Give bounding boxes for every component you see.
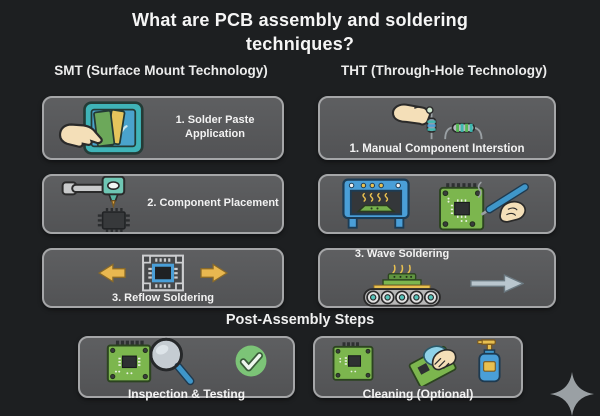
arrow-right-icon	[470, 273, 524, 293]
pcb-infographic: What are PCB assembly and soldering tech…	[42, 10, 594, 416]
hand-inserting-resistor-icon	[392, 103, 483, 140]
smt-column-header: SMT (Surface Mount Technology)	[54, 63, 268, 78]
sparkle-cursor-icon	[550, 372, 594, 416]
soldering-oven-icon	[342, 178, 410, 229]
spray-bottle-icon	[477, 338, 501, 382]
solder-paste-squeegee-icon	[58, 101, 144, 155]
smt-step-1-label: 1. Solder Paste Application	[175, 114, 255, 140]
post-step-2-label: Cleaning (Optional)	[362, 386, 474, 401]
tht-step-1-card: 1. Manual Component Interstion	[318, 96, 556, 160]
pcb-board-icon	[106, 340, 151, 382]
page-title: What are PCB assembly and soldering tech…	[131, 10, 469, 55]
smt-step-3-label: 3. Reflow Soldering	[111, 291, 215, 304]
tht-step-3-label: 3. Wave Soldering	[354, 248, 450, 261]
tht-step-3-card: 3. Wave Soldering	[318, 248, 556, 308]
magnifier-icon	[148, 337, 194, 385]
tht-step-1-label: 1. Manual Component Interstion	[349, 143, 525, 156]
pcb-board-icon	[332, 341, 374, 381]
tht-step-2-card	[318, 174, 556, 234]
hand-soldering-pcb-icon	[439, 181, 529, 231]
pick-and-place-arm-icon	[61, 176, 130, 232]
check-circle-icon	[235, 345, 266, 376]
wipe-pcb-icon	[408, 344, 457, 386]
post-step-2-card: Cleaning (Optional)	[313, 336, 523, 401]
tht-column-header: THT (Through-Hole Technology)	[341, 63, 547, 78]
smt-step-3-card: 3. Reflow Soldering	[42, 248, 284, 308]
post-step-1-label: Inspection & Testing	[127, 386, 246, 401]
smt-step-1-card: 1. Solder Paste Application	[42, 96, 284, 160]
reflow-chip-arrows-icon	[97, 254, 229, 291]
conveyor-wave-solder-icon	[363, 264, 441, 307]
smt-step-2-card: 2. Component Placement	[42, 174, 284, 234]
smt-step-2-label: 2. Component Placement	[147, 197, 279, 210]
post-step-1-card: Inspection & Testing	[78, 336, 295, 401]
post-assembly-header: Post-Assembly Steps	[225, 312, 375, 328]
